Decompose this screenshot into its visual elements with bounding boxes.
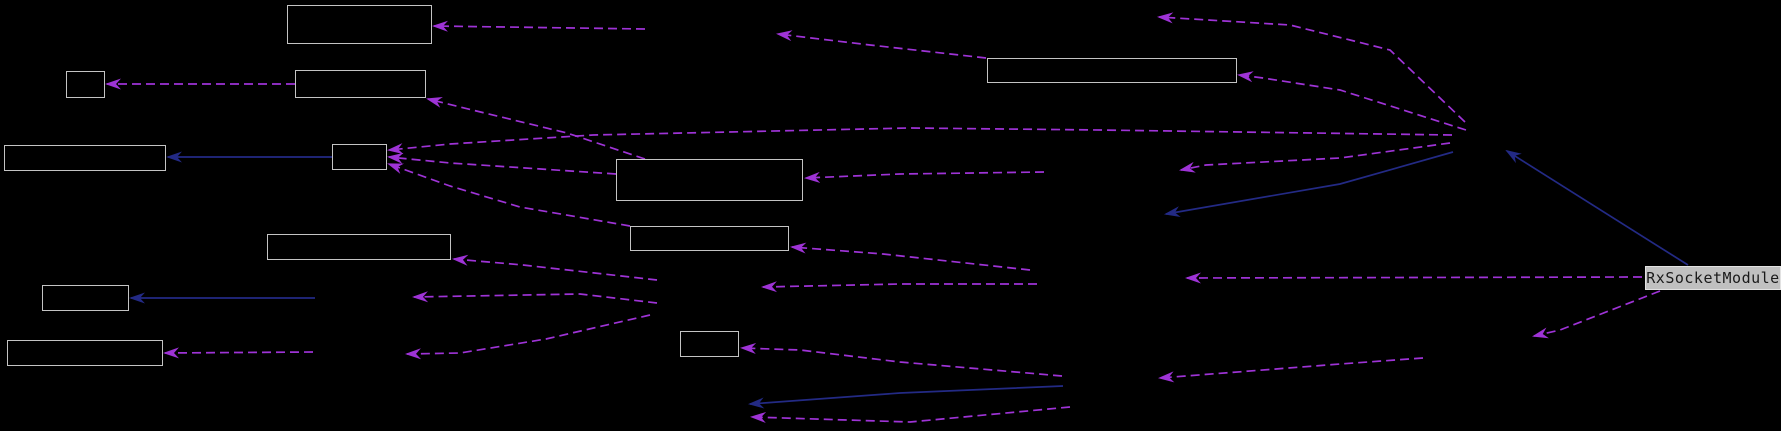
usage-edge [163, 347, 314, 359]
usage-edge [387, 152, 617, 175]
usage-edge [432, 20, 646, 32]
usage-edge [1157, 12, 1466, 123]
class-node[interactable] [680, 331, 739, 357]
class-node-rxsocketmodule[interactable]: RxSocketModule [1645, 266, 1781, 290]
class-node[interactable] [267, 234, 451, 260]
usage-edge [387, 127, 1453, 155]
class-node-label: RxSocketModule [1646, 269, 1780, 287]
usage-edge [387, 163, 631, 227]
usage-edge [1237, 71, 1467, 131]
inheritance-edge [748, 385, 1064, 409]
usage-edge [790, 242, 1031, 271]
usage-edge [426, 97, 646, 160]
class-node[interactable] [287, 5, 432, 44]
class-node[interactable] [295, 70, 426, 98]
usage-edge [740, 342, 1063, 377]
usage-edge [412, 291, 658, 304]
inheritance-edge [1164, 151, 1454, 218]
class-node[interactable] [4, 145, 166, 171]
usage-edge [776, 30, 987, 59]
usage-edge [405, 314, 651, 360]
class-node[interactable] [66, 71, 105, 98]
class-node[interactable] [7, 340, 163, 366]
usage-edge [761, 281, 1037, 293]
class-node[interactable] [332, 144, 387, 170]
class-node[interactable] [987, 58, 1237, 83]
usage-edge [804, 171, 1045, 183]
usage-edge [750, 406, 1071, 423]
usage-edge [1532, 290, 1661, 339]
usage-edge [452, 254, 658, 281]
inheritance-edge [1505, 149, 1689, 266]
usage-edge [1185, 272, 1643, 284]
usage-edge [1158, 357, 1424, 383]
class-node[interactable] [616, 159, 803, 201]
class-node[interactable] [630, 226, 789, 251]
usage-edge [1179, 142, 1451, 173]
edges-group [105, 12, 1689, 423]
class-node[interactable] [42, 285, 129, 311]
